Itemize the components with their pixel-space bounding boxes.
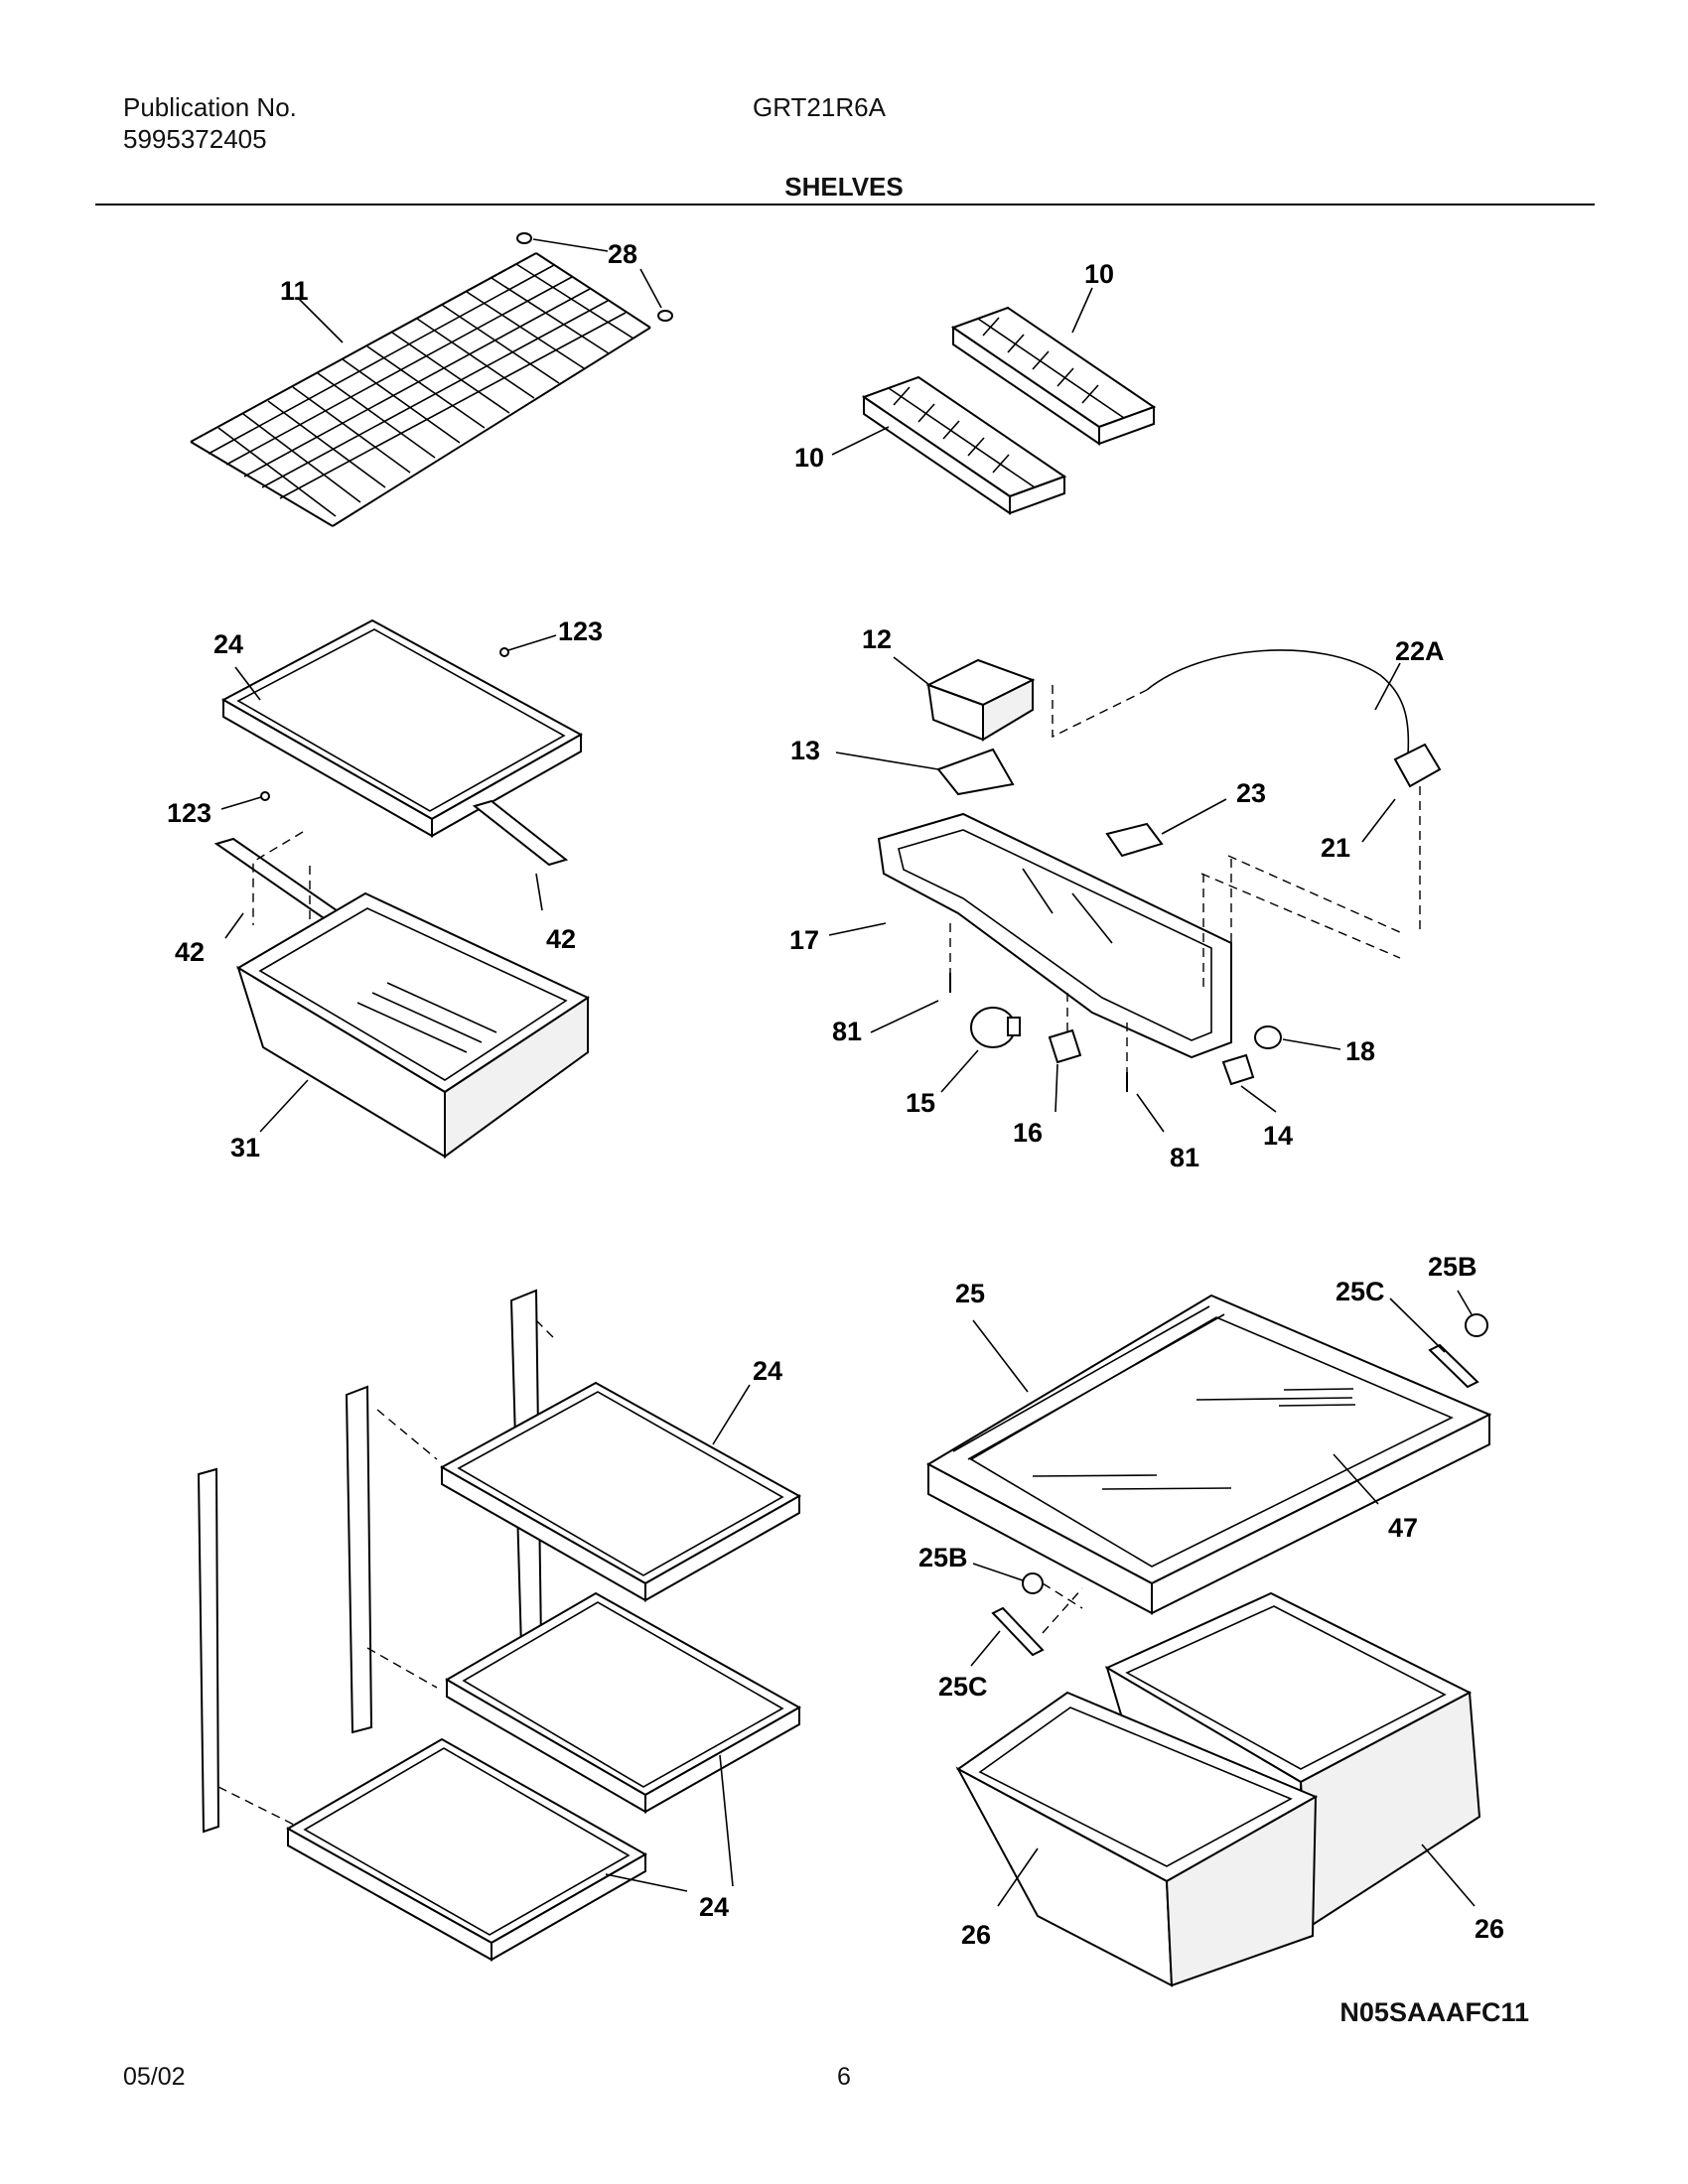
- power-cord: [1052, 649, 1410, 755]
- shelf-end-caps: [516, 232, 673, 322]
- cord-connector: [1393, 743, 1442, 788]
- callout-81: 81: [1170, 1143, 1199, 1172]
- callout-25: 25: [955, 1279, 985, 1308]
- shelf-screws: [220, 634, 557, 810]
- callout-10: 10: [1084, 259, 1114, 289]
- crisper-cover-frame: [925, 1294, 1492, 1615]
- header-rule: [95, 204, 1595, 205]
- callout-13: 13: [790, 736, 820, 765]
- model-number: GRT21R6A: [753, 92, 886, 122]
- callout-123: 123: [558, 616, 603, 646]
- callout-81: 81: [832, 1017, 862, 1046]
- ice-tray-front: [861, 375, 1067, 515]
- cover-bracket-bottom: [991, 1606, 1045, 1657]
- dispenser-housing: [877, 812, 1232, 1059]
- light-socket: [1048, 1028, 1082, 1064]
- glass-insert-reflections: [1032, 1388, 1356, 1490]
- ice-bucket: [925, 658, 1036, 742]
- callout-47: 47: [1388, 1513, 1418, 1543]
- screws: [949, 973, 1128, 1092]
- glass-shelf-upper-left: [220, 618, 584, 838]
- shield-knob: [1254, 1025, 1282, 1049]
- wire-shelf: [190, 252, 651, 527]
- control-timer: [1105, 822, 1164, 858]
- crisper-cover-vents: [952, 1305, 1225, 1460]
- callout-24: 24: [699, 1892, 729, 1922]
- ice-tray-back: [950, 306, 1157, 446]
- callout-24: 24: [213, 629, 243, 659]
- callout-12: 12: [862, 624, 892, 654]
- cover-bracket-top: [1428, 1343, 1479, 1389]
- callout-10: 10: [794, 443, 824, 473]
- crisper-cover-rail-right: [472, 799, 569, 867]
- crisper-pan: [236, 891, 591, 1159]
- ice-chute: [936, 748, 1015, 796]
- callout-25C: 25C: [1336, 1277, 1385, 1306]
- callout-25B: 25B: [1428, 1252, 1477, 1282]
- callout-31: 31: [230, 1133, 260, 1162]
- callout-16: 16: [1013, 1118, 1043, 1148]
- callout-25B: 25B: [918, 1543, 968, 1572]
- callout-21: 21: [1321, 833, 1350, 863]
- callout-14: 14: [1263, 1121, 1293, 1151]
- glass-shelf-top: [439, 1381, 802, 1602]
- section-title: SHELVES: [784, 172, 904, 202]
- shelf-rail-middle: [345, 1385, 373, 1734]
- cover-clip-top: [1465, 1313, 1488, 1337]
- callout-28: 28: [608, 239, 637, 269]
- callout-25C: 25C: [938, 1672, 988, 1702]
- callout-42: 42: [175, 937, 205, 967]
- callout-15: 15: [906, 1088, 935, 1118]
- callout-22A: 22A: [1395, 636, 1445, 666]
- callout-18: 18: [1345, 1036, 1375, 1066]
- glass-shelf-middle: [445, 1591, 802, 1814]
- page-number: 6: [837, 2063, 851, 2091]
- publication-date: 05/02: [123, 2063, 186, 2091]
- light-bulb: [970, 1007, 1021, 1048]
- publication-number: 5995372405: [123, 124, 267, 154]
- shelf-rail-front: [197, 1467, 220, 1834]
- callout-23: 23: [1236, 778, 1266, 808]
- callout-17: 17: [789, 925, 819, 955]
- callout-24: 24: [753, 1356, 782, 1386]
- light-switch: [1221, 1053, 1255, 1086]
- callout-26: 26: [1475, 1914, 1504, 1944]
- crisper-pan-front: [955, 1691, 1319, 1987]
- callout-26: 26: [961, 1920, 991, 1950]
- diagram-code: N05SAAAFC11: [1339, 1997, 1529, 2027]
- callout-11: 11: [280, 276, 309, 306]
- publication-label: Publication No.: [123, 92, 297, 122]
- cover-clip-bottom: [1022, 1572, 1044, 1594]
- glass-shelf-bottom: [285, 1737, 648, 1962]
- callout-123: 123: [167, 798, 211, 828]
- callout-42: 42: [546, 924, 576, 954]
